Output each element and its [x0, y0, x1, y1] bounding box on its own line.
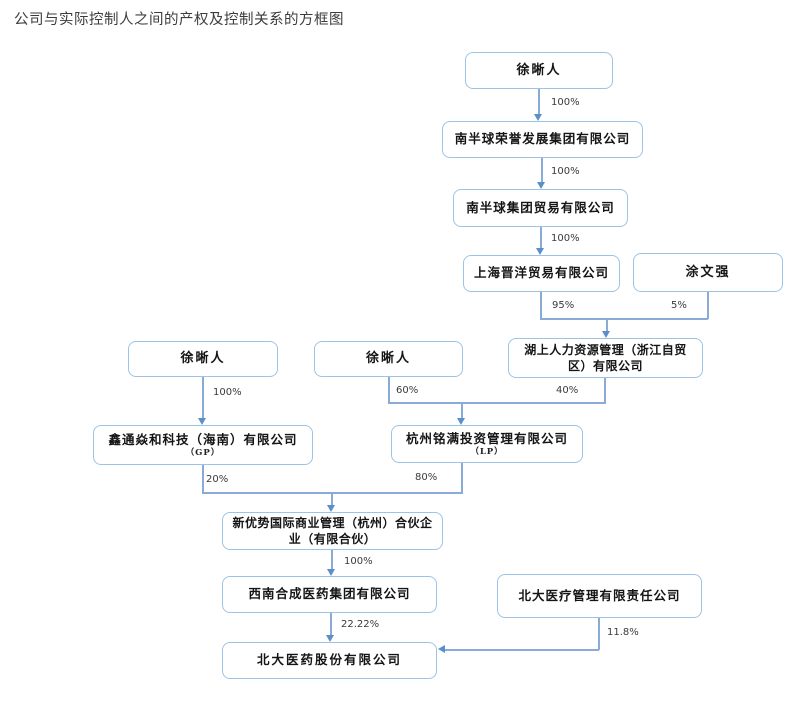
edge-tu-to-hushang-label: 5%	[671, 300, 687, 311]
diagram-title: 公司与实际控制人之间的产权及控制关系的方框图	[14, 12, 344, 28]
node-xu-mid-label: 徐晰人	[365, 351, 411, 367]
node-tu-wenqiang: 涂文强	[633, 253, 783, 292]
edge-join-line	[202, 492, 463, 494]
edge-xinyoushi-to-xinan-label: 100%	[344, 556, 373, 567]
edge-xintong-to-xinyoushi-label: 20%	[206, 474, 229, 485]
node-xinyoushi: 新优势国际商业管理（杭州）合伙企业（有限合伙）	[222, 512, 443, 550]
node-xu-top-label: 徐晰人	[516, 62, 562, 78]
edge-xu-mid-to-mingman-label: 60%	[396, 385, 419, 396]
edge-xu-left-to-xintong-label: 100%	[213, 387, 242, 398]
arrowhead-down-icon	[457, 418, 465, 425]
arrowhead-down-icon	[198, 418, 206, 425]
node-xu-top: 徐晰人	[465, 52, 613, 89]
arrowhead-down-icon	[602, 331, 610, 338]
arrowhead-down-icon	[534, 114, 542, 121]
edge-hushang-to-mingman-line	[604, 378, 606, 404]
node-beida-yiliao-label: 北大医疗管理有限责任公司	[518, 587, 681, 603]
arrowhead-down-icon	[327, 505, 335, 512]
arrowhead-down-icon	[327, 569, 335, 576]
node-beida-yiliao: 北大医疗管理有限责任公司	[497, 574, 702, 618]
edge-yiliao-to-beida-label: 11.8%	[607, 627, 639, 638]
edge-xintong-to-xinyoushi-line	[202, 465, 204, 493]
edge-trade-to-jinyang-label: 100%	[551, 233, 580, 244]
edge-xu-top-to-rongyu-label: 100%	[551, 97, 580, 108]
edge-join-line	[388, 402, 605, 404]
node-xinan-hecheng-label: 西南合成医药集团有限公司	[248, 586, 411, 602]
edge-to-xinyoushi-line	[331, 492, 333, 505]
edge-tu-to-hushang-line	[707, 292, 709, 319]
node-xu-mid: 徐晰人	[314, 341, 463, 377]
node-hushang: 湖上人力资源管理（浙江自贸区）有限公司	[508, 338, 703, 378]
edge-to-hushang-line	[606, 318, 608, 331]
edge-yiliao-to-beida-line	[598, 618, 600, 650]
node-nanbanqiu-rongyu: 南半球荣誉发展集团有限公司	[442, 121, 643, 158]
edge-xu-top-to-rongyu-line	[538, 89, 540, 114]
node-xu-left: 徐晰人	[128, 341, 278, 377]
node-shanghai-jinyang-label: 上海晋洋贸易有限公司	[473, 265, 609, 281]
edge-xinan-to-beida-line	[330, 613, 332, 635]
node-xu-left-label: 徐晰人	[180, 351, 226, 367]
node-xintong-sub-label: （GP）	[185, 447, 221, 458]
arrowhead-down-icon	[326, 635, 334, 642]
edge-hushang-to-mingman-label: 40%	[556, 385, 579, 396]
node-xinyoushi-label: 新优势国际商业管理（杭州）合伙企业（有限合伙）	[232, 515, 433, 546]
edge-xinan-to-beida-label: 22.22%	[341, 619, 380, 630]
node-xinan-hecheng: 西南合成医药集团有限公司	[222, 576, 437, 613]
node-hangzhou-mingman-sub-label: （LP）	[470, 446, 504, 457]
node-xintong: 鑫通焱和科技（海南）有限公司 （GP）	[93, 425, 313, 465]
arrowhead-down-icon	[537, 182, 545, 189]
edge-to-mingman-line	[461, 402, 463, 418]
edge-rongyu-to-trade-line	[541, 158, 543, 182]
edge-mingman-to-xinyoushi-label: 80%	[415, 472, 438, 483]
node-beida-yiyao-label: 北大医药股份有限公司	[256, 652, 402, 668]
node-nanbanqiu-trade: 南半球集团贸易有限公司	[453, 189, 628, 227]
edge-xu-left-to-xintong-line	[202, 377, 204, 418]
arrowhead-left-icon	[438, 645, 445, 653]
arrowhead-down-icon	[536, 248, 544, 255]
node-beida-yiyao: 北大医药股份有限公司	[222, 642, 437, 679]
node-nanbanqiu-trade-label: 南半球集团贸易有限公司	[466, 199, 615, 215]
node-shanghai-jinyang: 上海晋洋贸易有限公司	[463, 255, 620, 292]
node-xintong-label: 鑫通焱和科技（海南）有限公司	[108, 431, 298, 447]
edge-jinyang-to-hushang-line	[540, 292, 542, 319]
node-hushang-label: 湖上人力资源管理（浙江自贸区）有限公司	[524, 342, 687, 373]
edge-yiliao-to-beida-hline	[445, 649, 599, 651]
edge-join-line	[540, 318, 708, 320]
edge-xinyoushi-to-xinan-line	[331, 550, 333, 569]
edge-xu-mid-to-mingman-line	[388, 377, 390, 404]
node-hangzhou-mingman-label: 杭州铭满投资管理有限公司	[405, 430, 568, 446]
edge-jinyang-to-hushang-label: 95%	[552, 300, 575, 311]
node-nanbanqiu-rongyu-label: 南半球荣誉发展集团有限公司	[454, 131, 631, 147]
edge-mingman-to-xinyoushi-line	[461, 463, 463, 493]
edge-rongyu-to-trade-label: 100%	[551, 166, 580, 177]
node-tu-wenqiang-label: 涂文强	[685, 264, 731, 280]
edge-trade-to-jinyang-line	[540, 227, 542, 248]
node-hangzhou-mingman: 杭州铭满投资管理有限公司 （LP）	[391, 425, 583, 463]
